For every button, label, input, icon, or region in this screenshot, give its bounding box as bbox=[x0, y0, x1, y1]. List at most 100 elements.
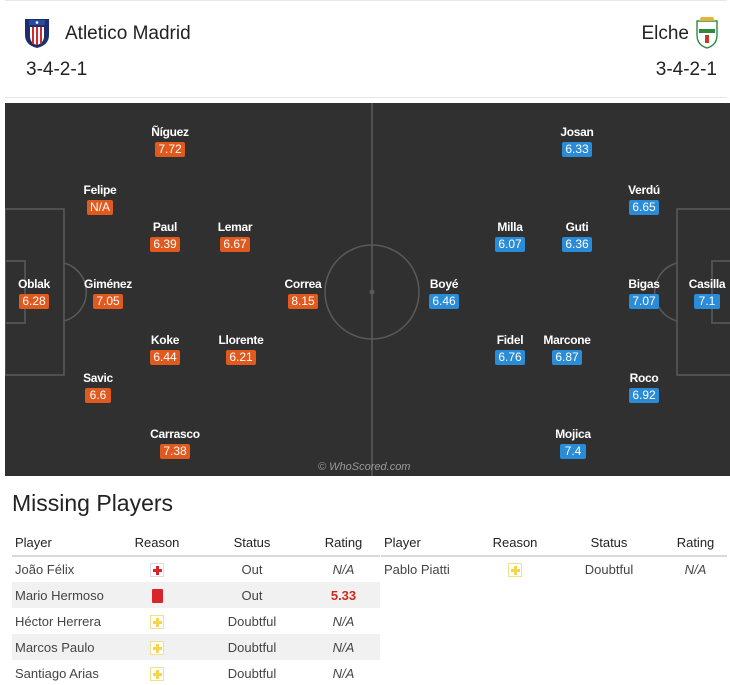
player-rating: 8.15 bbox=[288, 294, 318, 309]
player-name[interactable]: Marcos Paulo bbox=[12, 634, 117, 660]
player-rating: 6.67 bbox=[220, 237, 250, 252]
player-rating: 7.72 bbox=[155, 142, 185, 157]
player-rating: 7.38 bbox=[160, 444, 190, 459]
player-card[interactable]: Llorente 6.21 bbox=[201, 333, 281, 366]
player-rating: 6.21 bbox=[226, 350, 256, 365]
home-team-name[interactable]: Atletico Madrid bbox=[65, 23, 191, 44]
column-header-player[interactable]: Player bbox=[12, 530, 117, 557]
doubtful-icon bbox=[508, 563, 522, 578]
player-name: Carrasco bbox=[150, 427, 200, 441]
away-formation: 3-4-2-1 bbox=[655, 59, 717, 80]
player-name[interactable]: João Félix bbox=[15, 562, 75, 577]
column-header-rating[interactable]: Rating bbox=[664, 530, 727, 557]
player-name: Llorente bbox=[218, 333, 264, 347]
player-rating: 6.6 bbox=[85, 388, 111, 403]
away-team-name[interactable]: Elche bbox=[641, 23, 689, 44]
player-name: Marcone bbox=[543, 333, 591, 347]
table-row: Mario Hermoso Out 5.33 bbox=[12, 582, 380, 608]
elche-crest-icon[interactable] bbox=[693, 15, 721, 49]
player-rating: 6.92 bbox=[629, 388, 659, 403]
player-card[interactable]: Savic 6.6 bbox=[58, 371, 138, 404]
player-rating: 7.1 bbox=[694, 294, 720, 309]
player-card[interactable]: Guti 6.36 bbox=[537, 220, 617, 253]
status: Out bbox=[197, 582, 307, 608]
player-card[interactable]: Koke 6.44 bbox=[125, 333, 205, 366]
rating: N/A bbox=[684, 562, 707, 577]
away-missing-table: Player Reason Status Rating Pablo Piatti… bbox=[381, 530, 727, 582]
player-name[interactable]: Héctor Herrera bbox=[15, 613, 101, 629]
player-name: Milla bbox=[497, 220, 523, 234]
player-card[interactable]: Carrasco 7.38 bbox=[135, 427, 215, 460]
player-name: Josan bbox=[560, 125, 594, 139]
player-name[interactable]: Mario Hermoso bbox=[12, 582, 117, 608]
player-rating: 7.4 bbox=[560, 444, 586, 459]
player-card[interactable]: Mojica 7.4 bbox=[533, 427, 613, 460]
column-header-reason[interactable]: Reason bbox=[117, 530, 197, 557]
pitch-lines bbox=[5, 103, 730, 476]
player-card[interactable]: Milla 6.07 bbox=[470, 220, 550, 253]
player-name: Mojica bbox=[555, 427, 591, 441]
player-card[interactable]: Boyé 6.46 bbox=[404, 277, 484, 310]
column-header-player[interactable]: Player bbox=[381, 530, 476, 557]
player-name: Lemar bbox=[217, 220, 253, 234]
player-name: Casilla bbox=[688, 277, 726, 291]
red-card-icon bbox=[151, 588, 163, 603]
column-header-reason[interactable]: Reason bbox=[476, 530, 554, 557]
player-name: Correa bbox=[284, 277, 322, 291]
table-row: Marcos Paulo Doubtful N/A bbox=[12, 634, 380, 660]
player-name: Savic bbox=[83, 371, 113, 385]
player-name[interactable]: Pablo Piatti bbox=[384, 562, 450, 577]
watermark: © WhoScored.com bbox=[318, 461, 411, 473]
player-card[interactable]: Correa 8.15 bbox=[263, 277, 343, 310]
player-card[interactable]: Oblak 6.28 bbox=[5, 277, 74, 310]
status: Doubtful bbox=[227, 665, 277, 681]
player-card[interactable]: Lemar 6.67 bbox=[195, 220, 275, 253]
player-rating: 7.07 bbox=[629, 294, 659, 309]
column-header-rating[interactable]: Rating bbox=[307, 530, 380, 557]
rating: 5.33 bbox=[307, 582, 380, 608]
column-header-status[interactable]: Status bbox=[197, 530, 307, 557]
doubtful-icon bbox=[150, 640, 164, 655]
player-name: Guti bbox=[565, 220, 589, 234]
player-rating: 6.07 bbox=[495, 237, 525, 252]
table-row: Santiago Arias Doubtful N/A bbox=[12, 660, 380, 685]
player-name: Giménez bbox=[84, 277, 132, 291]
rating: N/A bbox=[332, 613, 355, 629]
status: Doubtful bbox=[227, 613, 277, 629]
player-rating: 6.44 bbox=[150, 350, 180, 365]
doubtful-icon bbox=[150, 614, 164, 629]
table-row: Héctor Herrera Doubtful N/A bbox=[12, 608, 380, 634]
player-rating: 6.36 bbox=[562, 237, 592, 252]
column-header-status[interactable]: Status bbox=[554, 530, 664, 557]
player-name[interactable]: Santiago Arias bbox=[15, 665, 99, 681]
player-name: Fidel bbox=[496, 333, 524, 347]
player-rating: 6.87 bbox=[552, 350, 582, 365]
status: Doubtful bbox=[197, 634, 307, 660]
player-name: Felipe bbox=[83, 183, 117, 197]
rating: N/A bbox=[332, 562, 355, 577]
player-rating: 6.28 bbox=[19, 294, 49, 309]
atletico-madrid-crest-icon[interactable] bbox=[23, 15, 51, 49]
player-name: Koke bbox=[150, 333, 180, 347]
player-name: Oblak bbox=[18, 277, 50, 291]
doubtful-icon bbox=[150, 666, 164, 681]
player-name: Verdú bbox=[628, 183, 660, 197]
player-rating: 6.76 bbox=[495, 350, 525, 365]
player-card[interactable]: Fidel 6.76 bbox=[470, 333, 550, 366]
player-name: Boyé bbox=[429, 277, 459, 291]
status: Out bbox=[241, 562, 263, 577]
table-row: Pablo Piatti Doubtful N/A bbox=[381, 556, 727, 582]
player-rating: 6.39 bbox=[150, 237, 180, 252]
player-rating: 6.46 bbox=[429, 294, 459, 309]
player-card[interactable]: Marcone 6.87 bbox=[527, 333, 607, 366]
player-card[interactable]: Casilla 7.1 bbox=[667, 277, 730, 310]
